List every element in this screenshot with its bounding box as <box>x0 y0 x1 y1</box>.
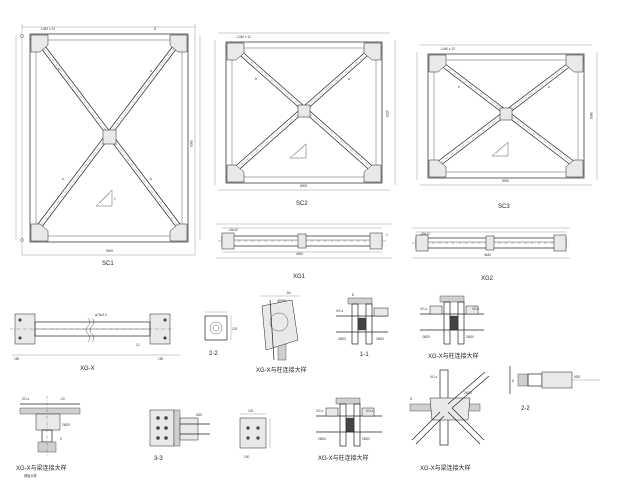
section-3-3-caption: 3-3 <box>154 456 163 462</box>
section-2-2-right-caption: 2-2 <box>521 406 530 412</box>
svg-text:-40x12: -40x12 <box>420 232 430 236</box>
svg-text:120: 120 <box>232 327 238 331</box>
xg-x-caption: XG-X <box>80 366 95 372</box>
sc1-bracing-elevation: -1440 x 12 8 5000 5900 1 b a b a SC1 <box>15 24 201 267</box>
svg-text:2M20: 2M20 <box>338 337 346 341</box>
svg-text:XG-x: XG-x <box>336 309 344 313</box>
svg-text:-1440 x 12: -1440 x 12 <box>440 47 455 51</box>
sc2-bracing-elevation: -1440 x 12 5000 4200 b a SC2 <box>214 32 396 207</box>
svg-text:1: 1 <box>386 233 388 237</box>
svg-text:2M20: 2M20 <box>466 335 474 339</box>
plate-detail: 120 100 <box>239 409 271 459</box>
xg1-caption: XG1 <box>293 274 306 280</box>
svg-text:φ76x3.0: φ76x3.0 <box>95 313 107 317</box>
svg-text:8: 8 <box>410 397 412 401</box>
svg-text:2M20: 2M20 <box>464 391 472 395</box>
xg-x-beam-connection-detail-2: XG-x 2M20 8 XG-X与梁连接大样 <box>409 369 490 472</box>
xg2-caption: XG2 <box>481 276 494 282</box>
svg-text:XG-x: XG-x <box>366 409 374 413</box>
svg-text:XG-x: XG-x <box>430 375 438 379</box>
svg-text:5000: 5000 <box>106 249 113 253</box>
svg-text:XG-x: XG-x <box>316 409 324 413</box>
svg-text:M20: M20 <box>574 375 580 379</box>
svg-text:b: b <box>458 85 460 89</box>
sc2-caption: SC2 <box>296 201 308 207</box>
xg-x-beam-caption: XG-X与梁连接大样 <box>16 464 67 472</box>
xg-x-bracing-2-caption: XG-X与柱连接大样 <box>428 352 479 360</box>
svg-text:4640: 4640 <box>484 253 491 257</box>
xg-x-bracing-caption: XG-X与柱连接大样 <box>256 366 307 374</box>
xg-x-column-connection-detail-2: XG-x XG-x 2M20 2M20 XG-X与柱连接大样 <box>420 295 484 360</box>
svg-text:XG-x: XG-x <box>420 307 428 311</box>
svg-text:2M20: 2M20 <box>362 437 370 441</box>
svg-text:1: 1 <box>114 197 116 201</box>
xg-x-column-connection-detail: -50 XG-X与柱连接大样 <box>256 291 307 374</box>
svg-text:a: a <box>150 69 152 73</box>
svg-text:a: a <box>150 177 152 181</box>
svg-text:a: a <box>548 85 550 89</box>
svg-text:b: b <box>255 77 257 81</box>
svg-text:5: 5 <box>60 437 62 441</box>
svg-text:-1440 x 12: -1440 x 12 <box>236 35 251 39</box>
section-2-2-caption: 2-2 <box>209 351 218 357</box>
svg-text:-40x12: -40x12 <box>228 228 238 232</box>
section-1-1: XG-x 2M20 2M20 8 1-1 <box>336 293 389 358</box>
svg-text:3600: 3600 <box>589 112 593 119</box>
svg-text:-50: -50 <box>286 291 291 295</box>
svg-text:8: 8 <box>352 293 354 297</box>
svg-text:100: 100 <box>244 455 250 459</box>
svg-text:12: 12 <box>136 343 140 347</box>
sc1-caption: SC1 <box>102 261 114 267</box>
svg-text:-20: -20 <box>60 397 65 401</box>
svg-text:2M20: 2M20 <box>318 437 326 441</box>
xg1-member-elevation: -40x12 4940 1 XG1 <box>216 223 392 280</box>
svg-text:2M20: 2M20 <box>62 423 70 427</box>
xg-x-beam-connection-detail: XG-x -20 2M20 5 XG-X与梁连接大样 焊接大样 <box>16 396 81 478</box>
svg-text:XG-x: XG-x <box>22 397 30 401</box>
svg-text:5000: 5000 <box>502 179 509 183</box>
svg-text:150: 150 <box>158 357 164 361</box>
svg-text:8: 8 <box>512 379 514 383</box>
svg-text:焊接大样: 焊接大样 <box>24 473 38 478</box>
section-3-3: M20 3-3 <box>149 409 210 462</box>
svg-text:4200: 4200 <box>385 110 389 117</box>
svg-text:2M20: 2M20 <box>422 335 430 339</box>
svg-text:b: b <box>62 177 64 181</box>
xg2-member-elevation: -40x12 4640 XG2 <box>412 227 570 282</box>
xg-x-bracing-3-caption: XG-X与柱连接大样 <box>318 454 369 462</box>
xg-x-member-detail: φ76x3.0 150 150 12 XG-X <box>10 313 180 372</box>
svg-text:4940: 4940 <box>296 252 303 256</box>
svg-text:XG-x: XG-x <box>472 307 480 311</box>
svg-text:8: 8 <box>154 27 156 31</box>
svg-text:M20: M20 <box>196 413 202 417</box>
sc3-caption: SC3 <box>498 204 510 210</box>
svg-text:a: a <box>348 77 350 81</box>
svg-text:5900: 5900 <box>189 140 193 147</box>
svg-text:2M20: 2M20 <box>376 337 384 341</box>
svg-text:b: b <box>58 67 60 71</box>
svg-text:120: 120 <box>248 409 254 413</box>
svg-text:-1440 x 12: -1440 x 12 <box>40 27 55 31</box>
section-1-1-caption: 1-1 <box>360 352 369 358</box>
section-2-2-right: M20 8 2-2 <box>509 366 600 412</box>
xg-x-column-connection-detail-3: XG-x XG-x 2M20 2M20 XG-X与柱连接大样 <box>316 397 382 462</box>
xg-x-beam-2-caption: XG-X与梁连接大样 <box>420 464 471 472</box>
svg-text:5000: 5000 <box>300 184 307 188</box>
sc3-bracing-elevation: -1440 x 12 5000 3600 b a SC3 <box>416 44 598 210</box>
section-2-2-plate: 120 2-2 <box>204 311 238 357</box>
svg-text:150: 150 <box>14 357 20 361</box>
